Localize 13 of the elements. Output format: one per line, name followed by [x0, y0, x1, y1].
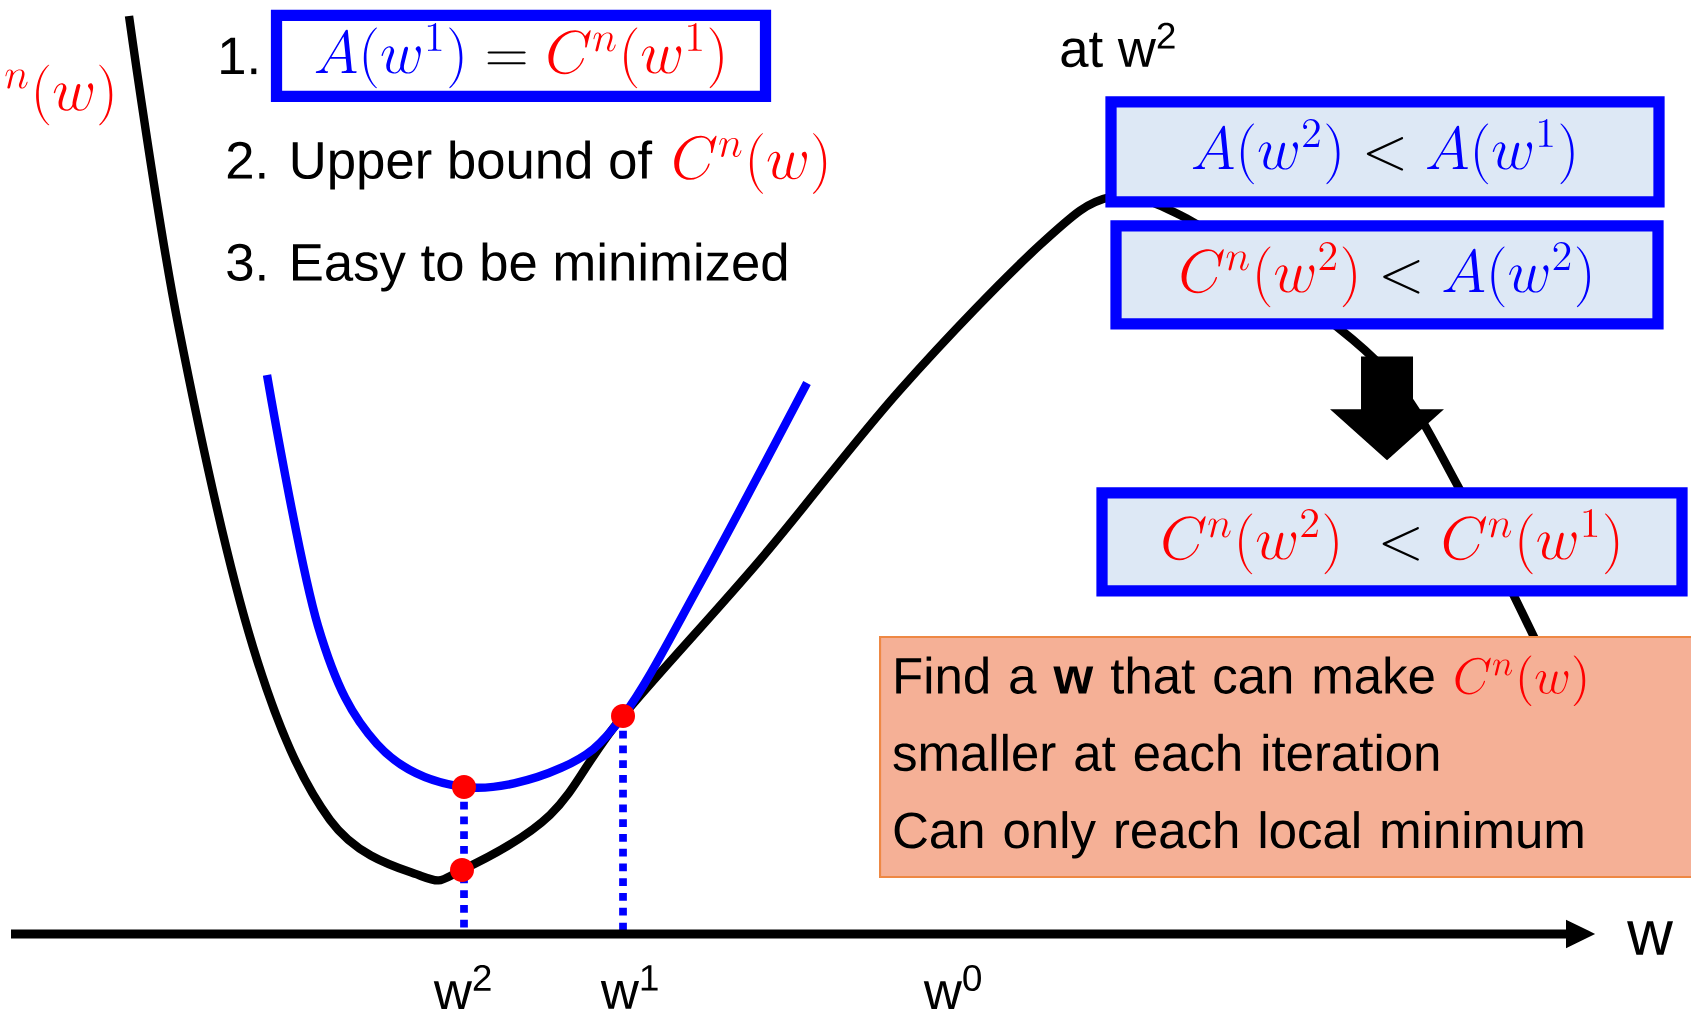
axis-label: ${}^{n}(w)$	[5, 64, 113, 126]
annotation: at w$^{2}$	[1061, 22, 1175, 68]
formula-box: ${\color{red}C^{n}(w^{2})}\ < {\color{red}C^{n}(w^{1})}$	[1096, 487, 1688, 597]
formula-box: ${\color{blue}A(w^{2})} < {\color{blue}A(w^{1})}$	[1105, 96, 1665, 208]
note-box: Find a w that can make $C^{n}(w)$ smaller at each iteration Can only reach local minimum	[879, 636, 1691, 879]
formula: $C^{n}(w)$	[674, 133, 827, 194]
formula-box: ${\color{blue}A(w^{1})} = {\color{red}C^{n}(w^{1})}$	[270, 9, 772, 103]
list-number: 1.	[221, 37, 257, 75]
list-item: 3. Easy to be minimized	[227, 242, 787, 292]
formula-box: ${\color{red}C^{n}(w^{2})} < {\color{blue}A(w^{2})}$	[1110, 220, 1664, 330]
tick-label: w$^{2}$	[433, 964, 491, 1010]
tick-label: w$^{1}$	[600, 965, 658, 1009]
tick-label: w$^{0}$	[923, 964, 981, 1010]
